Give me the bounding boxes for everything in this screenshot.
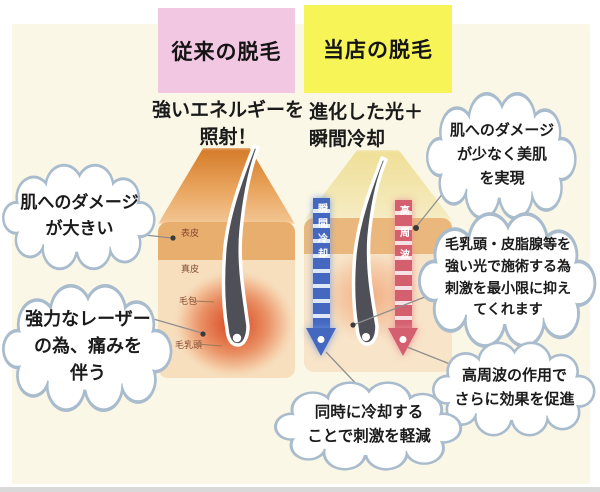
callout-simultaneous-cooling: 同時に冷却する ことで刺激を軽減 [274,380,464,472]
header-ourstore-label: 当店の脱毛 [323,38,433,62]
hf-arrow-label: 高周波 [397,205,409,271]
hf-arrow-dot [399,336,407,343]
callout-line: 肌へのダメージ [449,122,555,139]
header-ourstore: 当店の脱毛 [304,5,452,93]
callout-line: ことで刺激を軽減 [307,428,431,446]
callout-line: 伴う [70,363,106,384]
label-epidermis: 表皮 [181,228,200,238]
subhead-conventional-line2: 照射！ [199,127,257,148]
hair-follicle-icon [221,144,260,347]
header-conventional: 従来の脱毛 [158,8,295,93]
cooling-arrow-label: 瞬間冷却 [315,203,327,263]
cooling-arrow: 瞬間冷却 [306,198,336,364]
callout-line: 強力なレーザー [25,309,151,330]
callout-minimal-irritation: 毛乳頭・皮脂腺等を 強い光で施術する為 刺激を最小限に抑え てくれます [418,210,598,350]
hf-arrow: 高周波 [388,200,418,366]
callout-hf-boost: 高周波の作用で さらに効果を促進 [432,340,597,438]
callout-line: の為、痛みを [34,336,142,357]
subhead-ourstore-line2: 瞬間冷却 [309,129,386,150]
callout-line: 肌へのダメージ [20,192,139,212]
callout-laser-pain: 強力なレーザー の為、痛みを 伴う [2,282,174,414]
bottom-border [0,487,600,492]
callout-line: 強い光で施術する為 [445,259,571,275]
callout-beautiful-skin: 肌へのダメージ が少なく美肌 を実現 [426,90,578,222]
callout-line: 刺激を最小限に抑え [445,281,571,297]
cooling-arrow-shaft: 瞬間冷却 [312,198,330,328]
callout-line: さらに効果を促進 [454,392,575,409]
cooling-arrow-dot [317,336,325,343]
callout-line: 毛乳頭・皮脂腺等を [445,238,571,254]
callout-line: が少なく美肌 [456,146,547,163]
subhead-ourstore: 進化した光＋ 瞬間冷却 [309,99,459,153]
callout-line: が大きい [45,218,114,238]
callout-line: てくれます [473,303,543,319]
callout-line: 同時に冷却する [314,404,424,422]
callout-skin-damage-large: 肌へのダメージ が大きい [2,162,157,272]
header-conventional-label: 従来の脱毛 [171,39,282,64]
label-follicle: 毛包 [179,296,198,306]
label-papilla: 毛乳頭 [175,340,203,350]
hf-arrow-shaft: 高周波 [394,200,412,328]
callout-line: 高周波の作用で [461,368,567,385]
label-dermis: 真皮 [181,264,200,274]
callout-line: を実現 [479,170,525,187]
subhead-conventional-line1: 強いエネルギーを [151,100,304,121]
subhead-ourstore-line1: 進化した光＋ [309,102,424,123]
subhead-conventional: 強いエネルギーを 照射！ [140,97,316,151]
